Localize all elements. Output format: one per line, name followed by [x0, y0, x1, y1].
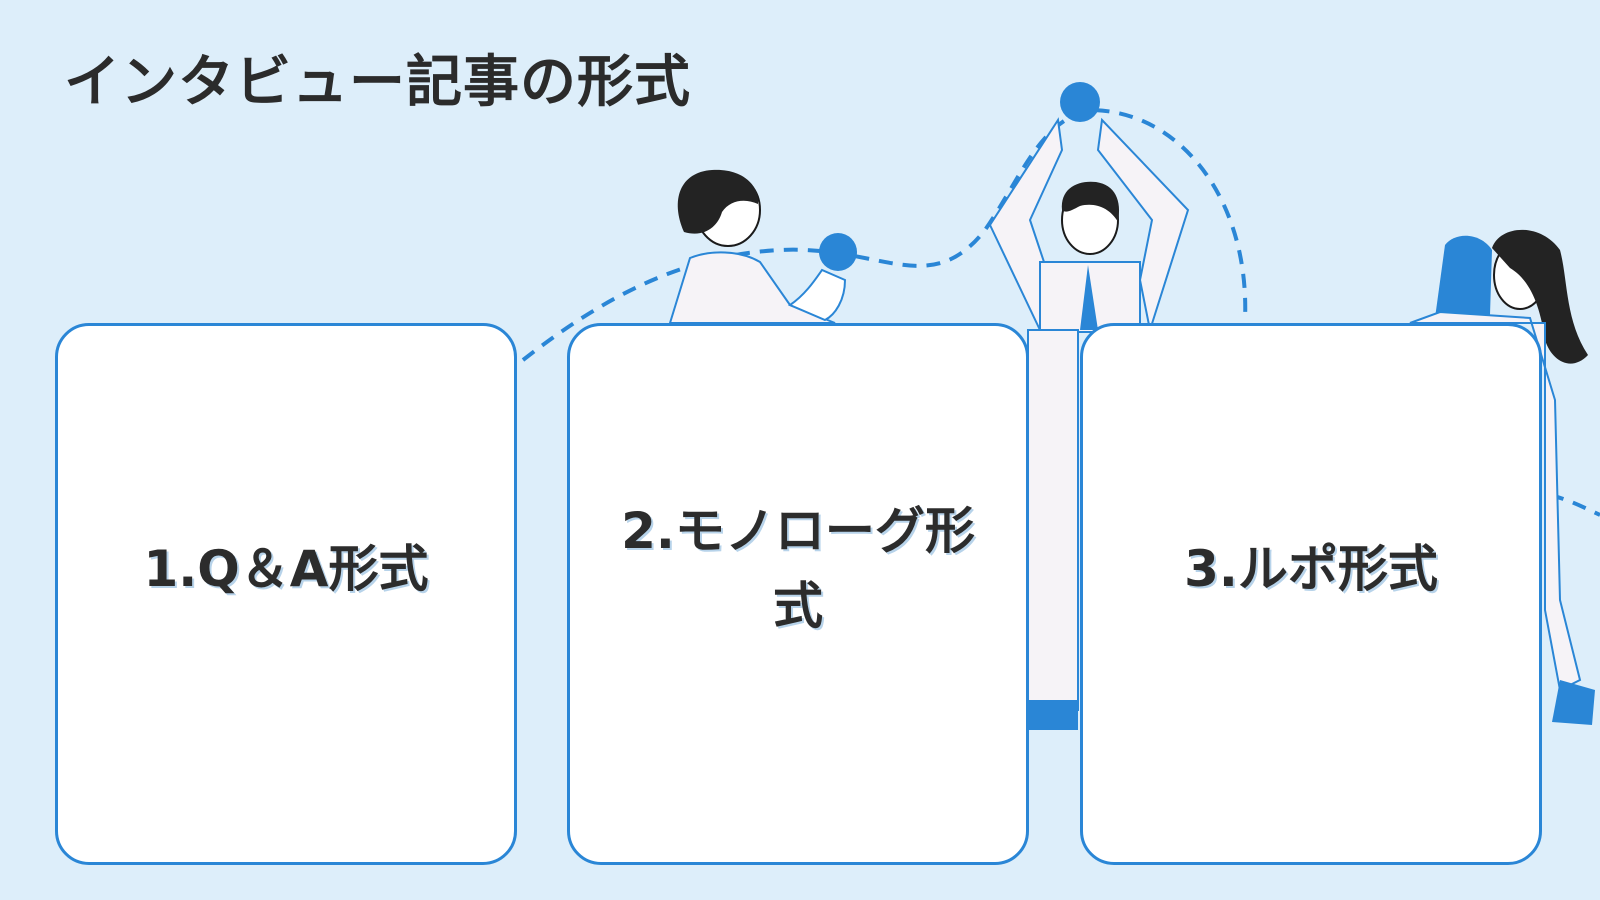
slide-title: インタビュー記事の形式	[64, 50, 691, 115]
ball-icon	[1060, 82, 1100, 122]
format-card-label: 3.ルポ形式	[1184, 539, 1438, 598]
ball-icon	[819, 233, 857, 271]
format-card-qa: 1.Q＆A形式	[55, 323, 517, 865]
format-card-reportage: 3.ルポ形式	[1080, 323, 1542, 865]
dashed-trajectory-line-right	[1549, 493, 1600, 517]
format-card-monologue: 2.モノローグ形式	[567, 323, 1029, 865]
format-card-label: 1.Q＆A形式	[143, 539, 429, 598]
format-card-label: 2.モノローグ形式	[621, 502, 975, 635]
man-left-figure	[668, 169, 857, 324]
